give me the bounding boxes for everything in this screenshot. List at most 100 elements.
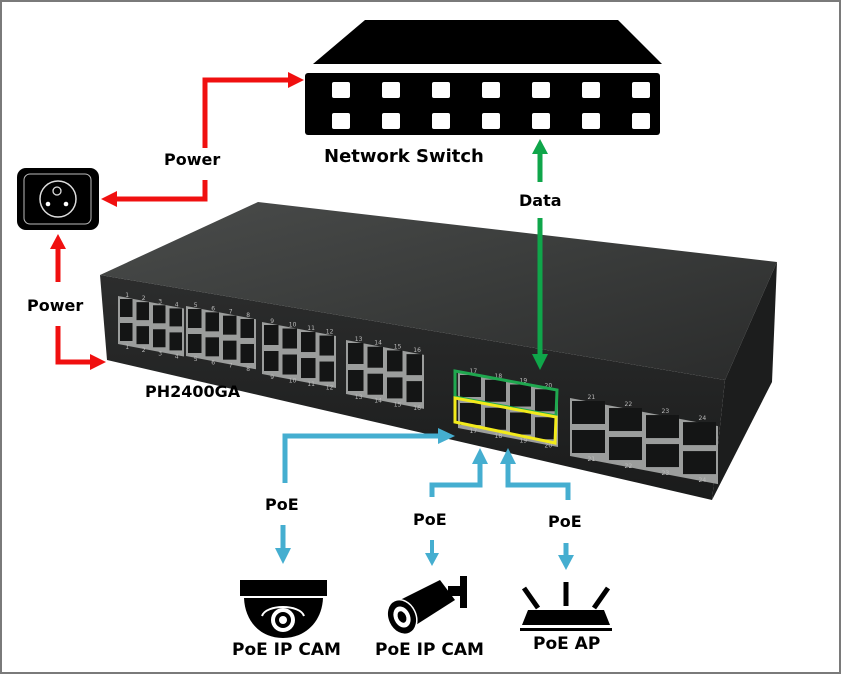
rj45-port-2	[136, 326, 149, 345]
rj45-port-18	[485, 407, 506, 430]
device-label-bullet-cam: PoE IP CAM	[375, 640, 484, 660]
port-number-label: 13	[355, 336, 363, 343]
port-number-label: 5	[194, 356, 198, 363]
rj45-port-11	[301, 332, 316, 353]
rj45-port-24	[683, 451, 716, 475]
poe-label-1: PoE	[265, 495, 299, 514]
rj45-port-17	[460, 375, 481, 397]
switch-port-square	[532, 113, 550, 129]
port-number-label: 8	[246, 312, 250, 319]
port-number-label: 19	[520, 378, 528, 385]
switch-port-square	[332, 82, 350, 98]
rj45-port-5	[188, 334, 202, 353]
rj45-port-1	[120, 299, 133, 317]
port-number-label: 3	[158, 298, 162, 305]
rj45-port-1	[120, 323, 133, 341]
port-number-label: 20	[545, 442, 553, 449]
port-number-label: 23	[662, 470, 670, 477]
rj45-port-16	[406, 354, 422, 376]
port-number-label: 20	[545, 382, 553, 389]
port-number-label: 16	[413, 405, 421, 412]
rj45-port-18	[485, 379, 506, 402]
port-number-label: 22	[625, 401, 633, 408]
rj45-port-6	[205, 312, 219, 332]
bullet-camera-icon	[386, 576, 467, 636]
port-number-label: 6	[211, 359, 215, 366]
port-number-label: 14	[374, 398, 382, 405]
rj45-port-24	[683, 422, 716, 446]
port-number-label: 22	[625, 463, 633, 470]
port-number-label: 9	[270, 374, 274, 381]
poe-arrow-to-cam2	[425, 448, 488, 566]
poe-ports-highlight	[453, 396, 558, 445]
rj45-port-9	[264, 325, 279, 345]
port-number-label: 12	[326, 385, 334, 392]
port-number-label: 15	[394, 401, 402, 408]
port-number-label: 10	[289, 378, 297, 385]
switch-port-square	[482, 82, 500, 98]
switch-port-square	[482, 113, 500, 129]
data-arrow-down	[532, 218, 548, 370]
rj45-port-22	[609, 408, 642, 432]
rj45-port-12	[319, 361, 334, 382]
port-number-label: 12	[326, 329, 334, 336]
port-number-label: 3	[158, 350, 162, 357]
rj45-port-13	[348, 343, 364, 364]
rj45-port-16	[406, 381, 422, 403]
switch-port-square	[632, 113, 650, 129]
switch-port-square	[582, 113, 600, 129]
rj45-port-7	[223, 340, 237, 360]
port-number-label: 8	[246, 366, 250, 373]
port-number-label: 7	[229, 309, 233, 316]
power-arrow-up-to-outlet	[50, 234, 66, 282]
port-number-label: 19	[520, 438, 528, 445]
rj45-port-21	[572, 401, 605, 424]
rj45-port-3	[153, 305, 166, 324]
switch-port-square	[382, 82, 400, 98]
port-number-label: 17	[470, 368, 478, 375]
rj45-port-3	[153, 329, 166, 348]
network-switch-label: Network Switch	[324, 146, 484, 167]
port-number-label: 7	[229, 363, 233, 370]
port-number-label: 5	[194, 302, 198, 309]
port-number-label: 24	[699, 477, 707, 484]
port-number-label: 16	[413, 347, 421, 354]
device-label-dome-cam: PoE IP CAM	[232, 640, 341, 660]
port-number-label: 2	[142, 295, 146, 302]
port-number-label: 10	[289, 322, 297, 329]
poe-label-3: PoE	[548, 512, 582, 531]
port-number-label: 6	[211, 305, 215, 312]
rj45-port-15	[387, 377, 403, 399]
port-group-6	[570, 398, 718, 485]
rj45-port-21	[572, 430, 605, 453]
rj45-port-20	[535, 389, 556, 412]
power-arrow-to-switch	[202, 72, 304, 148]
port-number-label: 4	[175, 353, 179, 360]
switch-port-square	[582, 82, 600, 98]
rj45-port-22	[609, 437, 642, 461]
port-number-label: 18	[495, 373, 503, 380]
rj45-port-4	[169, 332, 182, 351]
device-model-label: PH2400GA	[145, 382, 241, 401]
rj45-port-10	[282, 328, 297, 349]
port-number-label: 1	[125, 344, 129, 351]
power-label-left: Power	[27, 296, 84, 315]
port-group-1	[118, 296, 184, 357]
port-number-label: 18	[495, 433, 503, 440]
dome-camera-icon	[240, 580, 327, 638]
rj45-port-7	[223, 315, 237, 335]
rj45-port-10	[282, 354, 297, 375]
power-arrow-to-device	[55, 326, 106, 370]
port-group-4	[346, 340, 424, 409]
switch-port-square	[432, 113, 450, 129]
rj45-port-11	[301, 358, 316, 379]
rj45-port-17	[460, 403, 481, 425]
rj45-port-8	[240, 343, 254, 363]
port-group-3	[262, 322, 336, 389]
poe-label-2: PoE	[413, 510, 447, 529]
rj45-port-4	[169, 308, 182, 327]
port-number-label: 23	[662, 408, 670, 415]
